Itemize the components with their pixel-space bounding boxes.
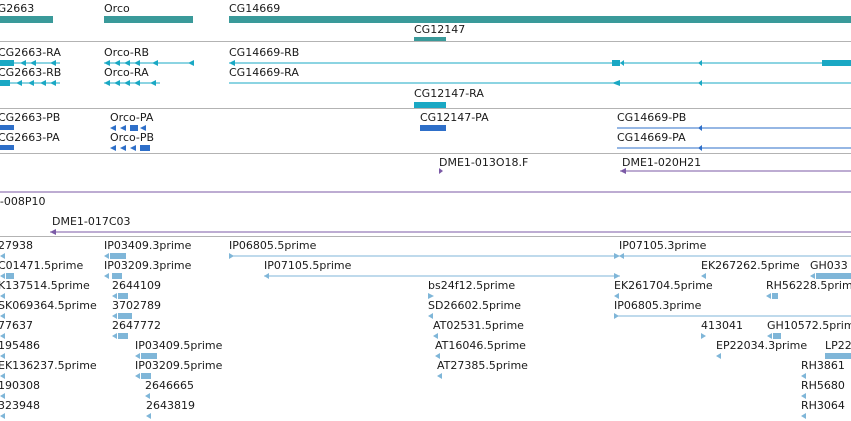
est-label[interactable]: C01471.5prime: [0, 259, 84, 272]
est-label[interactable]: 2647772: [112, 319, 161, 332]
est-label[interactable]: IP03409.3prime: [104, 239, 192, 252]
protein-label[interactable]: CG2663-PA: [0, 131, 60, 144]
transcript-orco-rb: [104, 60, 194, 66]
protein-label[interactable]: Orco-PB: [110, 131, 155, 144]
est-label[interactable]: RH5680: [801, 379, 845, 392]
gene-bar-cg2663[interactable]: [0, 16, 53, 23]
gene-bar-orco[interactable]: [104, 16, 193, 23]
est-label[interactable]: SK069364.5prime: [0, 299, 97, 312]
est-label[interactable]: AT16046.5prime: [435, 339, 526, 352]
transcript-label[interactable]: Orco-RB: [104, 46, 150, 59]
transcript-label[interactable]: CG2663-RB: [0, 66, 62, 79]
est-label[interactable]: IP06805.3prime: [614, 299, 702, 312]
est-track: 27938 IP03409.3prime IP06805.5prime IP07…: [0, 237, 851, 421]
protein-label[interactable]: CG12147-PA: [420, 111, 489, 124]
est-label[interactable]: 77637: [0, 319, 33, 332]
protein-glyphs[interactable]: [0, 109, 851, 153]
est-label[interactable]: 3702789: [112, 299, 161, 312]
gene-track: CG2663 Orco CG14669 CG12147: [0, 0, 851, 42]
transcript-cg14669-ra: [229, 80, 851, 86]
est-label[interactable]: EK136237.5prime: [0, 359, 97, 372]
est-label[interactable]: AT27385.5prime: [437, 359, 528, 372]
protein-label[interactable]: Orco-PA: [110, 111, 154, 124]
est-label[interactable]: K137514.5prime: [0, 279, 90, 292]
est-label[interactable]: 190308: [0, 379, 40, 392]
clone-track: DME1-013O18.F DME1-020H21 DME1-008P10 DM…: [0, 154, 851, 237]
est-label[interactable]: RH3861: [801, 359, 845, 372]
clone-label[interactable]: DME1-013O18.F: [439, 156, 529, 169]
gene-label-cg12147[interactable]: CG12147: [414, 23, 466, 36]
clone-label[interactable]: DME1-017C03: [52, 215, 131, 228]
transcript-cg2663-rb: [0, 80, 60, 86]
est-label[interactable]: IP03209.3prime: [104, 259, 192, 272]
est-label[interactable]: IP06805.5prime: [229, 239, 317, 252]
transcript-glyphs[interactable]: [0, 42, 851, 108]
transcript-track: CG2663-RA CG2663-RB Orco-RB Orco-RA CG14…: [0, 42, 851, 109]
gene-label-orco[interactable]: Orco: [104, 2, 130, 15]
est-label[interactable]: RH3064: [801, 399, 845, 412]
est-label[interactable]: 2646665: [145, 379, 194, 392]
gene-label-cg2663[interactable]: CG2663: [0, 2, 35, 15]
gene-bar-cg14669[interactable]: [229, 16, 851, 23]
est-label[interactable]: EK261704.5prime: [614, 279, 713, 292]
est-label[interactable]: SD26602.5prime: [428, 299, 521, 312]
est-label[interactable]: GH10572.5prime: [767, 319, 851, 332]
est-label[interactable]: IP07105.5prime: [264, 259, 352, 272]
est-label[interactable]: 323948: [0, 399, 40, 412]
transcript-label[interactable]: CG2663-RA: [0, 46, 61, 59]
est-label[interactable]: RH56228.5prime: [766, 279, 851, 292]
est-label[interactable]: 27938: [0, 239, 33, 252]
clone-label[interactable]: DME1-020H21: [622, 156, 702, 169]
est-label[interactable]: IP07105.3prime: [619, 239, 707, 252]
est-label[interactable]: 2643819: [146, 399, 195, 412]
transcript-label[interactable]: CG12147-RA: [414, 87, 484, 100]
protein-label[interactable]: CG14669-PA: [617, 131, 686, 144]
est-label[interactable]: 195486: [0, 339, 40, 352]
protein-track: CG2663-PB CG2663-PA Orco-PA Orco-PB CG12…: [0, 109, 851, 154]
est-label[interactable]: GH033: [810, 259, 848, 272]
est-label[interactable]: EP22034.3prime: [716, 339, 808, 352]
transcript-label[interactable]: CG14669-RA: [229, 66, 299, 79]
est-glyphs[interactable]: [0, 237, 851, 421]
transcript-label[interactable]: Orco-RA: [104, 66, 149, 79]
est-label[interactable]: EK267262.5prime: [701, 259, 800, 272]
est-label[interactable]: AT02531.5prime: [433, 319, 524, 332]
transcript-cg12147-ra: [414, 102, 446, 108]
est-label[interactable]: bs24f12.5prime: [428, 279, 516, 292]
protein-label[interactable]: CG14669-PB: [617, 111, 687, 124]
protein-label[interactable]: CG2663-PB: [0, 111, 61, 124]
gene-label-cg14669[interactable]: CG14669: [229, 2, 281, 15]
transcript-cg2663-ra: [0, 60, 60, 66]
clone-label[interactable]: DME1-008P10: [0, 195, 46, 208]
est-label[interactable]: IP03209.5prime: [135, 359, 223, 372]
est-label[interactable]: IP03409.5prime: [135, 339, 223, 352]
gene-bar-cg12147[interactable]: [414, 37, 446, 41]
transcript-label[interactable]: CG14669-RB: [229, 46, 300, 59]
est-label[interactable]: LP22: [825, 339, 851, 352]
est-label[interactable]: 2644109: [112, 279, 161, 292]
est-label[interactable]: 413041: [701, 319, 743, 332]
clone-glyphs[interactable]: [0, 154, 851, 236]
transcript-orco-ra: [104, 80, 160, 86]
transcript-cg14669-rb: [229, 60, 851, 66]
